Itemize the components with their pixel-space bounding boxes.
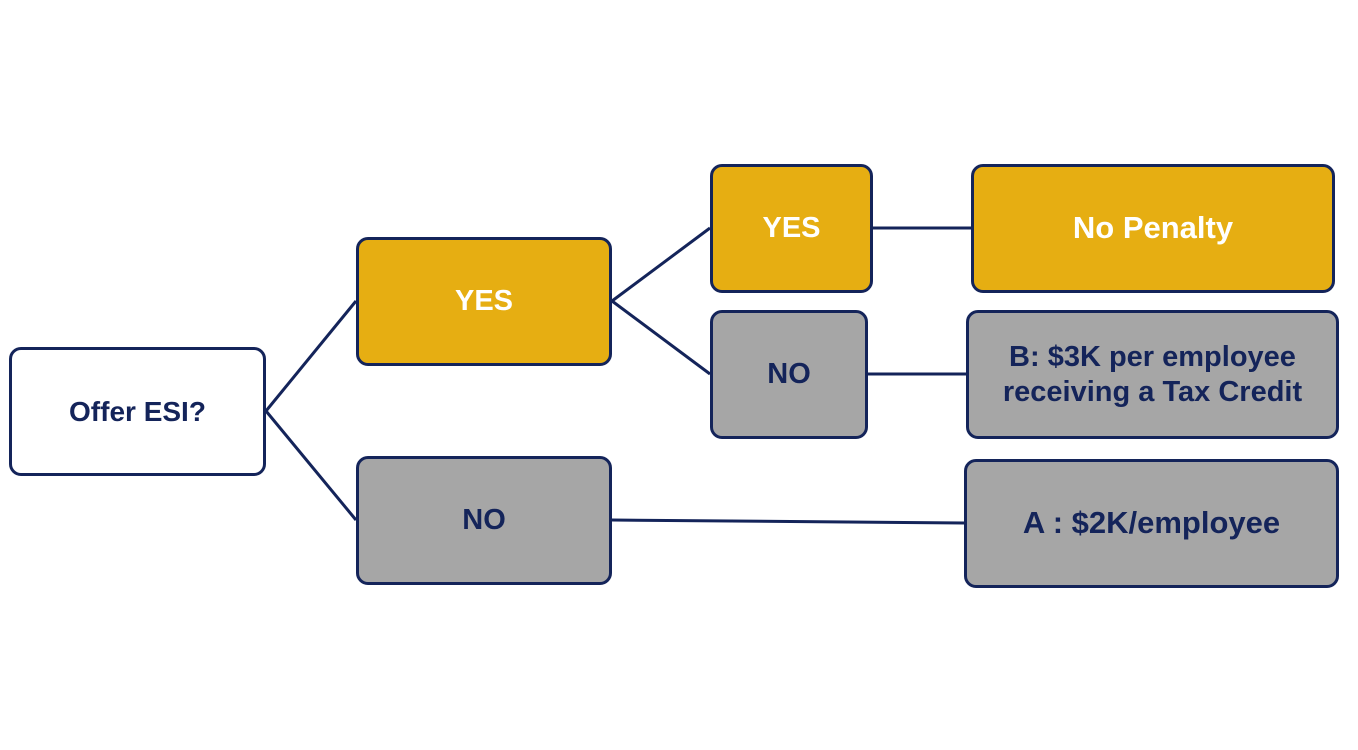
second-yes-label: YES (762, 212, 821, 245)
penalty-b-node: B: $3K per employee receiving a Tax Cred… (966, 310, 1339, 439)
penalty-a-node: A : $2K/employee (964, 459, 1339, 588)
second-no-label: NO (767, 358, 811, 391)
penalty-b-line-2: receiving a Tax Credit (1002, 375, 1303, 408)
connector-yes-to-yes (611, 226, 711, 303)
offer-no-node: NO (356, 456, 612, 585)
offer-yes-node: YES (356, 237, 612, 366)
connector-root-to-no (264, 410, 358, 521)
no-penalty-node: No Penalty (971, 164, 1335, 293)
second-no-node: NO (710, 310, 868, 439)
connector-no-to-penalty-a (611, 518, 965, 525)
connector-yes-to-no (611, 299, 711, 376)
connector-root-to-yes (264, 300, 358, 412)
penalty-b-label: B: $3K per employee receiving a Tax Cred… (1003, 340, 1302, 408)
penalty-a-label: A : $2K/employee (1022, 505, 1281, 541)
offer-esi-node: Offer ESI? (9, 347, 266, 476)
offer-esi-label: Offer ESI? (69, 395, 206, 427)
offer-no-label: NO (462, 504, 506, 537)
offer-yes-label: YES (454, 285, 514, 318)
no-penalty-label: No Penalty (1072, 210, 1234, 246)
penalty-b-line-1: B: $3K per employee (1009, 341, 1296, 374)
second-yes-node: YES (710, 164, 873, 293)
